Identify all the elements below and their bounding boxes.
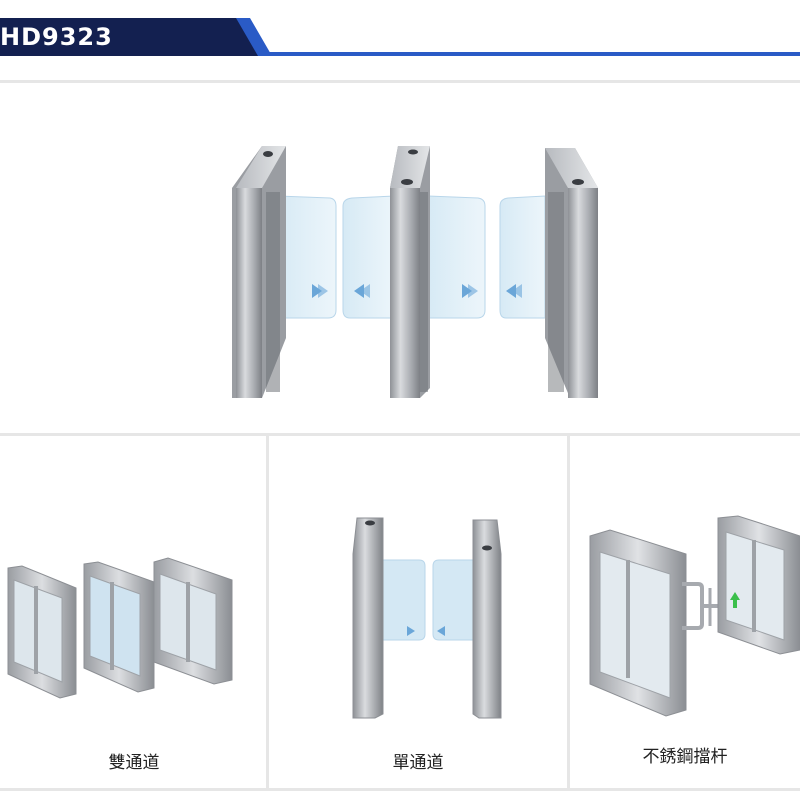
variant-panel-bar: 不銹鋼擋杆: [570, 436, 800, 786]
hero-product-image: [0, 88, 800, 433]
variant-panel-double: [0, 436, 266, 786]
single-lane-image: [352, 517, 502, 719]
variant-panel-single: 單通道: [269, 436, 567, 786]
variant-label: 單通道: [392, 753, 444, 773]
banner-graphic: [0, 18, 800, 56]
double-lane-image: [7, 557, 233, 699]
panel-divider: [266, 436, 269, 790]
panel-divider: [567, 436, 570, 790]
bottom-divider: [0, 788, 800, 791]
title-banner: HD9323: [0, 0, 800, 62]
model-number: HD9323: [0, 23, 113, 51]
header-divider: [0, 80, 800, 83]
section-divider: [0, 433, 800, 436]
variant-label: 雙通道: [108, 753, 160, 773]
bar-gate-image: [589, 515, 800, 717]
variant-label: 不銹鋼擋杆: [642, 747, 728, 767]
